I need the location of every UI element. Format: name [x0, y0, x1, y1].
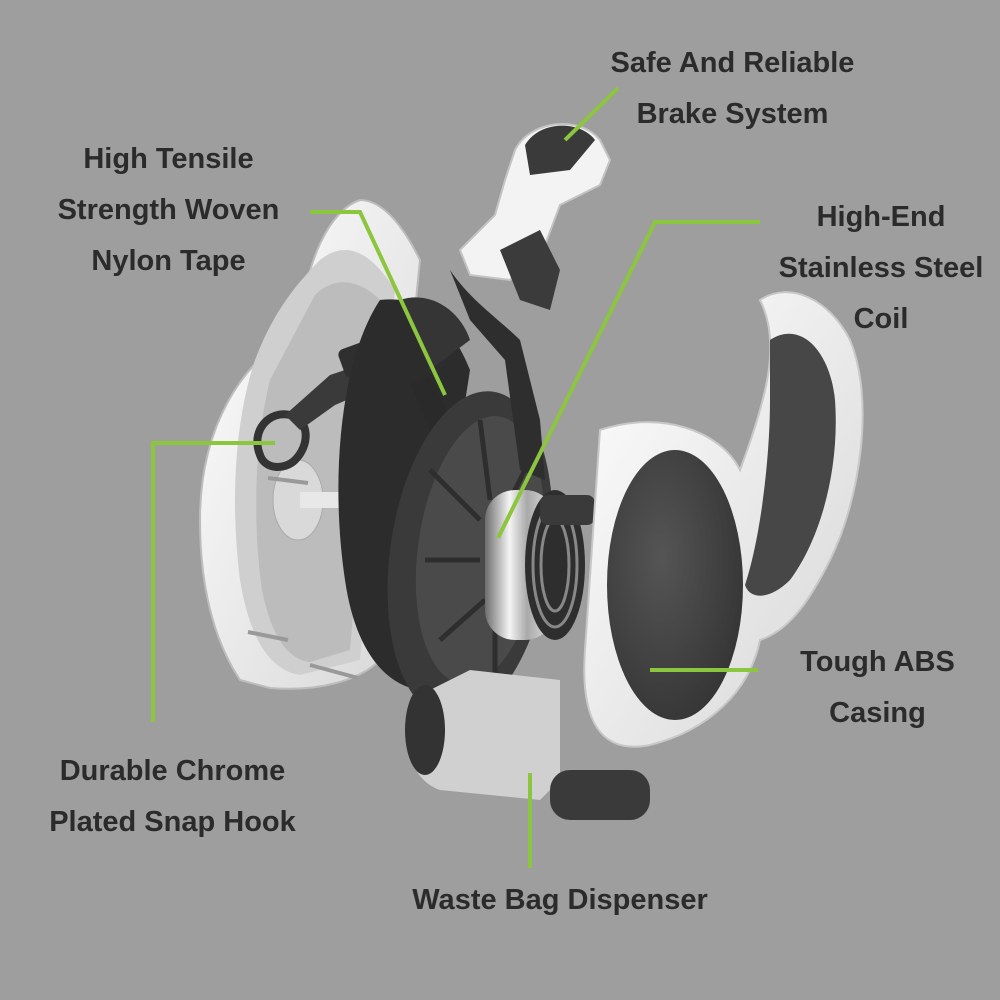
leader-line-hook — [151, 441, 275, 722]
leader-line-brake — [563, 86, 620, 142]
brake-part — [450, 123, 612, 480]
brake-label-line-2: Brake System — [636, 98, 829, 130]
dispenser-label-line-1: Waste Bag Dispenser — [412, 884, 708, 916]
steel-coil-part — [485, 490, 595, 640]
tape-label-line-2: Strength Woven — [57, 194, 280, 226]
leader-line-coil — [496, 220, 760, 539]
coil-label-line-3: Coil — [853, 303, 909, 335]
hook-label-line-1: Durable Chrome — [59, 755, 286, 787]
right-casing-half — [583, 291, 864, 748]
hook-label-line-2: Plated Snap Hook — [49, 806, 296, 838]
tape-label-line-1: High Tensile — [83, 143, 254, 175]
brake-label-line-1: Safe And Reliable — [610, 47, 855, 79]
leader-lines — [151, 86, 760, 868]
coil-label: High-End Stainless Steel Coil — [762, 192, 1000, 345]
casing-label-line-1: Tough ABS — [800, 646, 955, 678]
brake-label: Safe And Reliable Brake System — [590, 38, 875, 140]
casing-label: Tough ABS Casing — [775, 637, 980, 739]
dispenser-label: Waste Bag Dispenser — [380, 875, 740, 926]
coil-label-line-1: High-End — [816, 201, 946, 233]
waste-bag-dispenser-part — [405, 670, 650, 820]
tape-label-line-3: Nylon Tape — [91, 245, 246, 277]
coil-label-line-2: Stainless Steel — [778, 252, 984, 284]
hook-label: Durable Chrome Plated Snap Hook — [30, 746, 315, 848]
leader-line-tape — [310, 210, 447, 396]
casing-label-line-2: Casing — [829, 697, 926, 729]
tape-label: High Tensile Strength Woven Nylon Tape — [30, 134, 307, 287]
